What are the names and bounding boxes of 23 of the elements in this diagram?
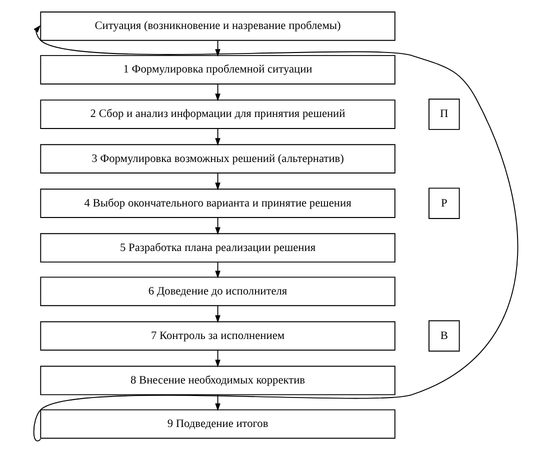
node-box: 3 Формулировка возможных решений (альтернатив) [40, 144, 395, 174]
arrow [214, 84, 220, 102]
node-box: Р [428, 188, 460, 219]
node-box: 9 Подведение итогов [40, 409, 395, 439]
node-box: 6 Доведение до исполнителя [40, 276, 395, 306]
node-box: 2 Сбор и анализ информации для принятия решений [40, 100, 395, 129]
node-box: В [428, 320, 460, 352]
node-box: 8 Внесение необходимых корректив [40, 366, 395, 396]
arrow [214, 128, 220, 146]
node-box: П [428, 98, 460, 130]
arrow [214, 172, 220, 190]
node-box: Ситуация (возникновение и назревание проблемы) [40, 12, 395, 41]
arrow [214, 40, 220, 57]
arrow [214, 394, 220, 411]
node-box: 5 Разработка плана реализации решения [40, 233, 395, 263]
arrow [214, 217, 220, 235]
arrow [214, 305, 220, 323]
node-box: 1 Формулировка проблемной ситуации [40, 55, 395, 84]
arrow [32, 25, 518, 442]
node-box: 4 Выбор окончательного варианта и принятие решения [40, 188, 395, 218]
node-box: 7 Контроль за исполнением [40, 321, 395, 351]
arrow [214, 262, 220, 278]
arrow [214, 350, 220, 368]
